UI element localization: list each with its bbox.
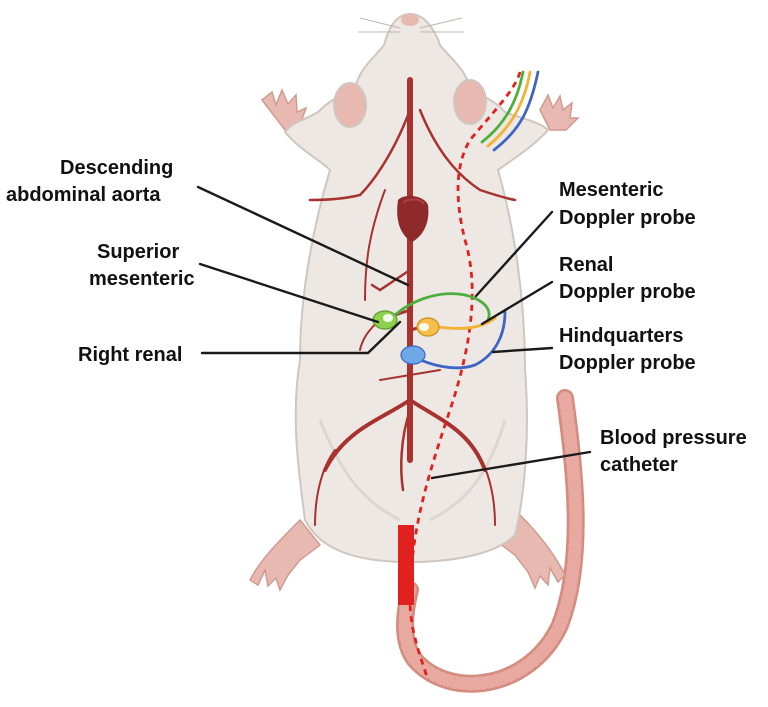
left-ear <box>334 83 366 127</box>
label-bp-catheter-line1: Blood pressure <box>600 427 747 449</box>
label-descending-aorta-line1: Descending <box>60 157 173 179</box>
hindquarters-doppler-probe <box>401 346 425 364</box>
label-renal-probe-line2: Doppler probe <box>559 281 696 303</box>
label-right-renal: Right renal <box>78 344 182 366</box>
renal-doppler-probe <box>417 318 439 336</box>
label-mesenteric-probe-line1: Mesenteric <box>559 179 664 201</box>
rat-body <box>285 14 548 562</box>
label-superior-mesenteric-line1: Superior <box>97 241 179 263</box>
label-mesenteric-probe-line2: Doppler probe <box>559 207 696 229</box>
catheter-segment <box>398 525 414 605</box>
label-bp-catheter-line2: catheter <box>600 454 678 476</box>
label-descending-aorta-line2: abdominal aorta <box>6 184 161 206</box>
label-superior-mesenteric-line2: mesenteric <box>89 268 195 290</box>
label-hindquarters-probe-line1: Hindquarters <box>559 325 683 347</box>
nose <box>401 14 419 26</box>
label-hindquarters-probe-line2: Doppler probe <box>559 352 696 374</box>
mesenteric-doppler-probe <box>373 311 397 329</box>
right-ear <box>454 80 486 124</box>
label-renal-probe-line1: Renal <box>559 254 613 276</box>
